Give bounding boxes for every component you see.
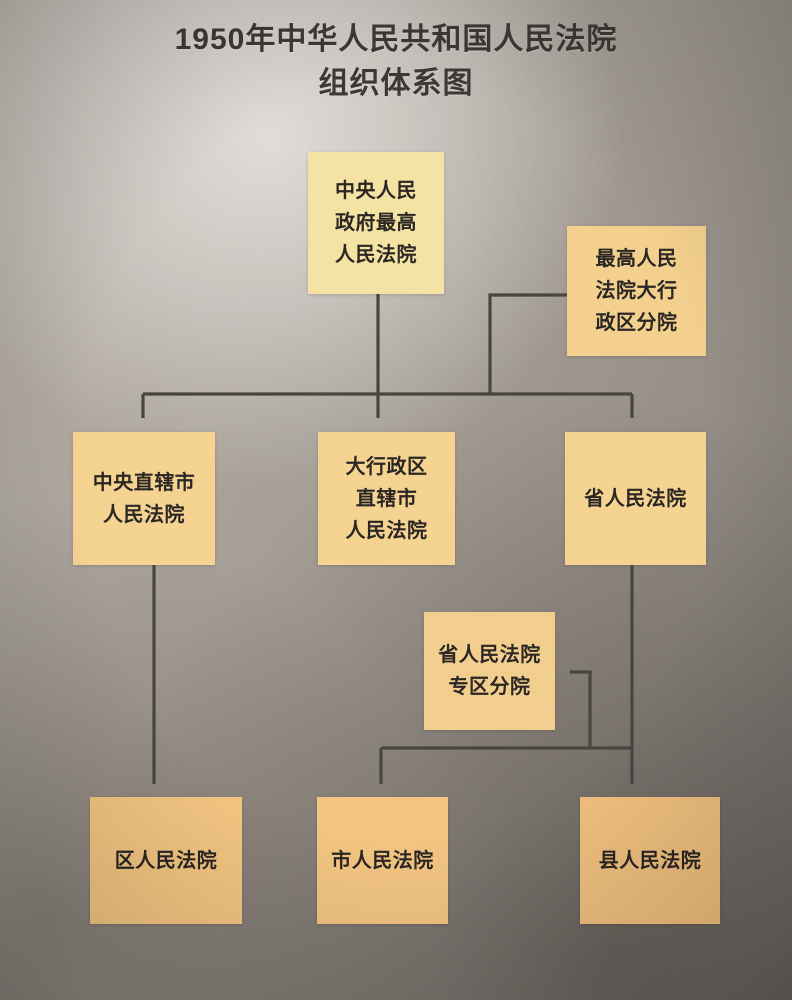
page-title-line-2: 组织体系图 xyxy=(318,67,474,100)
node-greater-admin-municipality-court[interactable]: 大行政区 直辖市 人民法院 xyxy=(318,432,455,565)
edge-province-to-prefecture-branch xyxy=(570,670,592,748)
node-province-prefecture-branch[interactable]: 省人民法院 专区分院 xyxy=(424,612,555,730)
node-province-court[interactable]: 省人民法院 xyxy=(565,432,706,565)
node-city-court-label: 市人民法院 xyxy=(331,849,434,872)
node-city-court[interactable]: 市人民法院 xyxy=(317,797,448,924)
node-central-municipality-court-label: 中央直辖市 人民法院 xyxy=(92,471,196,526)
node-central-municipality-court[interactable]: 中央直辖市 人民法院 xyxy=(73,432,215,565)
node-district-court[interactable]: 区人民法院 xyxy=(90,797,242,924)
node-supreme-court[interactable]: 中央人民 政府最高 人民法院 xyxy=(308,152,444,294)
node-supreme-branch[interactable]: 最高人民 法院大行 政区分院 xyxy=(567,226,706,356)
node-county-court-label: 县人民法院 xyxy=(598,849,702,872)
page-title: 1950年中华人民共和国人民法院 组织体系图 xyxy=(0,18,792,106)
node-province-prefecture-branch-label: 省人民法院 专区分院 xyxy=(438,644,541,698)
edge-branch-to-bus xyxy=(488,293,567,394)
node-province-court-label: 省人民法院 xyxy=(584,487,687,510)
node-supreme-branch-label: 最高人民 法院大行 政区分院 xyxy=(595,248,678,334)
node-greater-admin-municipality-court-label: 大行政区 直辖市 人民法院 xyxy=(345,455,428,542)
node-supreme-court-label: 中央人民 政府最高 人民法院 xyxy=(335,180,417,266)
node-county-court[interactable]: 县人民法院 xyxy=(580,797,720,924)
node-district-court-label: 区人民法院 xyxy=(114,849,218,872)
page-title-line-1: 1950年中华人民共和国人民法院 xyxy=(174,23,618,56)
